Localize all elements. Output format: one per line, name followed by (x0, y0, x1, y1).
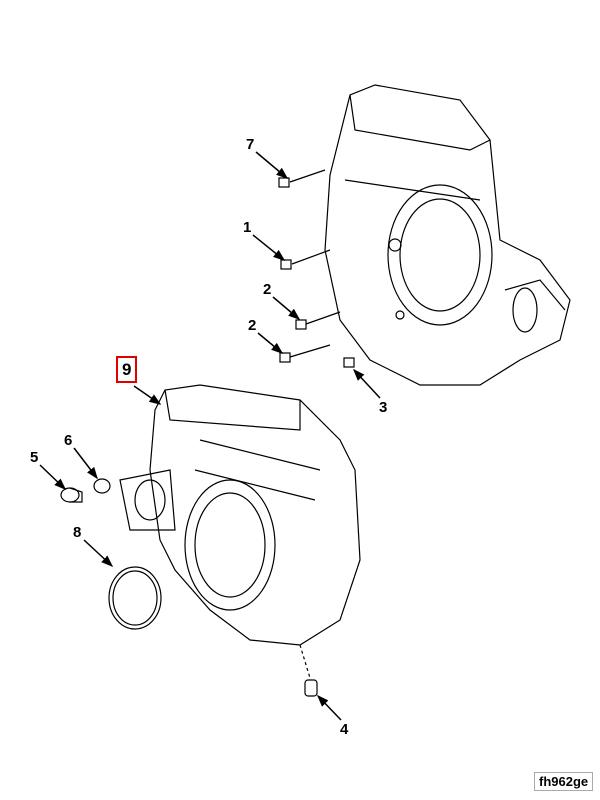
front-flywheel-housing (119, 384, 361, 646)
leader-arrows (39, 151, 381, 721)
bolt-7 (278, 169, 326, 188)
seal-8 (108, 566, 162, 630)
callout-8: 8 (73, 524, 82, 541)
rear-flywheel-housing (324, 84, 571, 386)
callout-2: 2 (248, 317, 257, 334)
callout-1: 1 (243, 219, 252, 236)
callout-2: 2 (263, 281, 272, 298)
bolt-2a (295, 311, 341, 330)
fitting-4 (304, 679, 318, 697)
callout-4: 4 (340, 721, 349, 738)
callout-9-highlighted[interactable]: 9 (116, 356, 138, 383)
callout-7: 7 (246, 136, 255, 153)
bolt-2b (279, 344, 331, 363)
bolt-3 (343, 357, 355, 368)
callout-6: 6 (64, 432, 73, 449)
figure-id-label: fh962ge (534, 772, 594, 791)
bolt-1 (280, 249, 331, 270)
callout-5: 5 (30, 449, 39, 466)
plug-5 (60, 487, 83, 503)
o-ring-6 (93, 478, 111, 494)
callout-3: 3 (379, 399, 388, 416)
